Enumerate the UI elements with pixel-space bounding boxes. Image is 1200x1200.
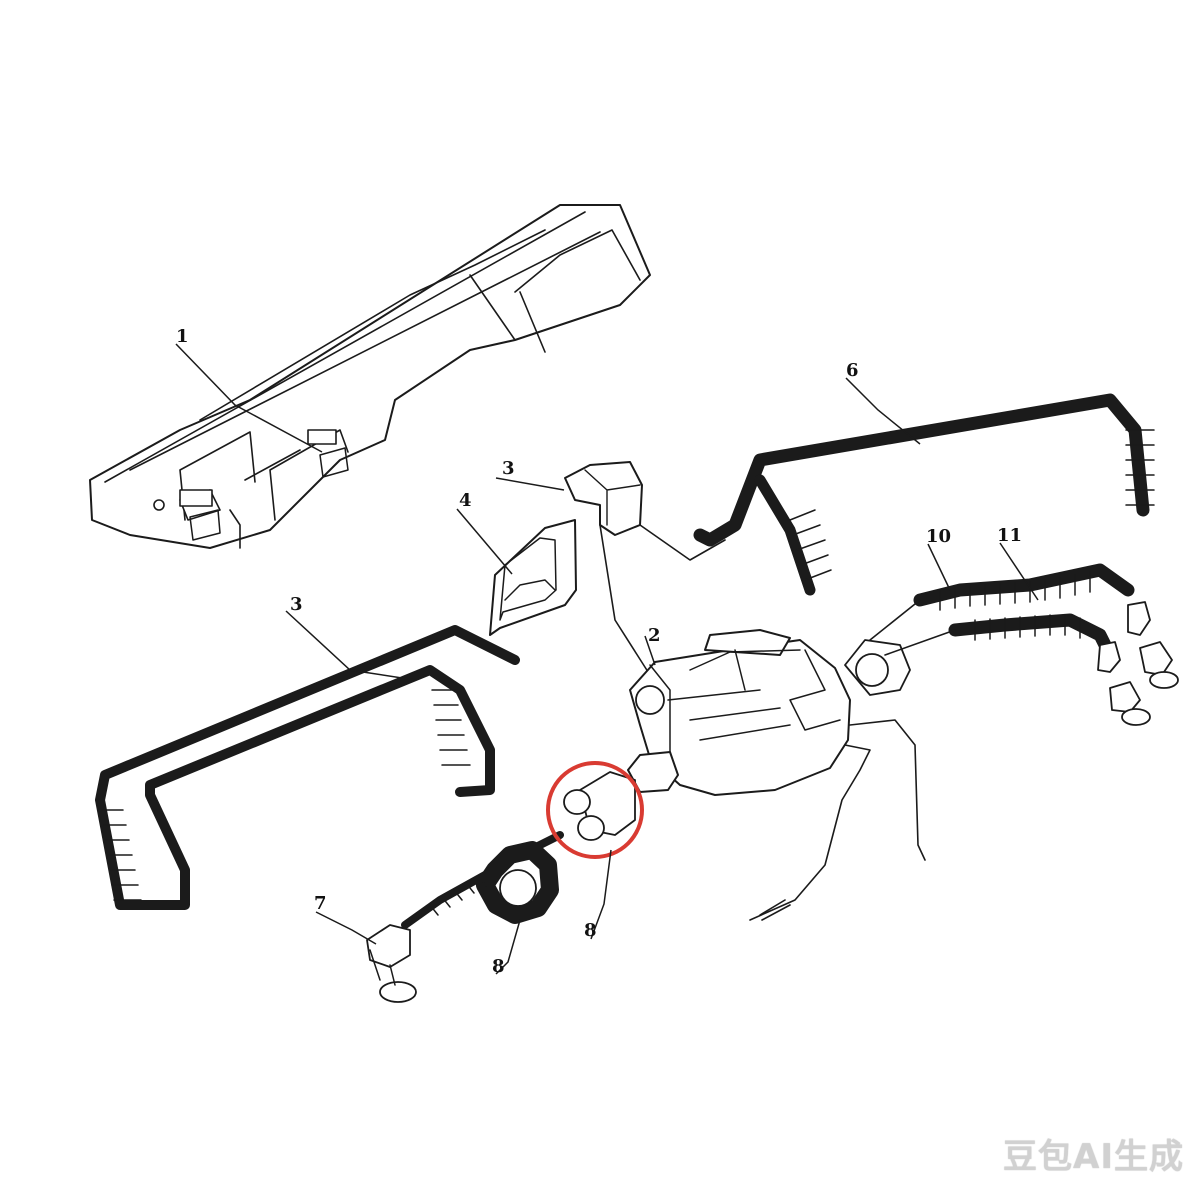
right-hoses-part xyxy=(869,563,1179,726)
label-splitter: 8 xyxy=(584,920,597,941)
label-elbow-duct: 3 xyxy=(502,458,515,479)
label-flex-hose: 8 xyxy=(492,956,505,977)
label-outlet-vent: 7 xyxy=(314,893,327,914)
label-hose-top: 6 xyxy=(846,360,859,381)
callout-lines xyxy=(175,343,1039,975)
label-dashboard: 1 xyxy=(176,326,189,347)
heater-part xyxy=(627,629,911,796)
flex-hose-part xyxy=(366,831,564,1003)
label-hose-11: 11 xyxy=(997,525,1022,546)
label-left-duct: 3 xyxy=(290,594,303,615)
watermark: 豆包AI生成 xyxy=(1003,1137,1184,1177)
dashboard-part xyxy=(89,204,651,549)
left-duct-part xyxy=(95,625,520,910)
label-hose-10: 10 xyxy=(926,526,951,547)
label-vent-nozzle: 4 xyxy=(459,490,472,511)
label-heater: 2 xyxy=(648,625,661,646)
wiring-part xyxy=(749,719,926,921)
splitter-part xyxy=(546,761,644,859)
hose-top-part xyxy=(693,393,1155,596)
elbow-duct-part xyxy=(489,461,726,676)
